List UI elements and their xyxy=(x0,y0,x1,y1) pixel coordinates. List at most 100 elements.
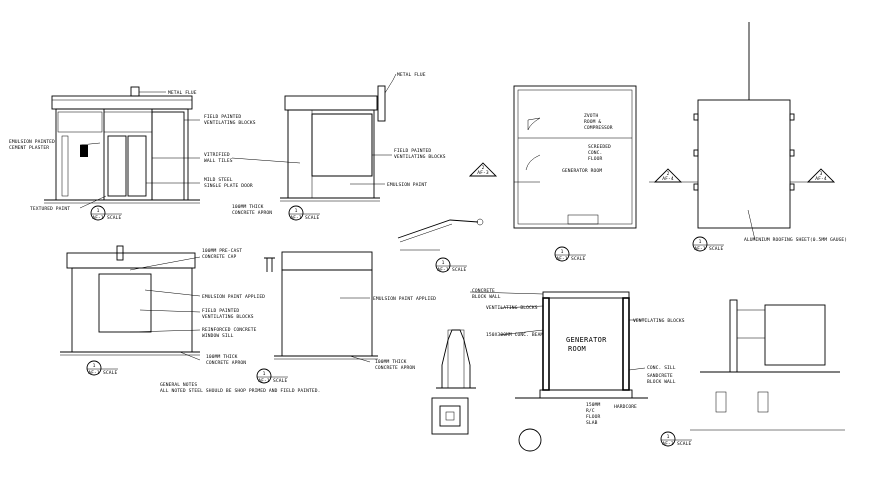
label-field-painted: FIELD PAINTED xyxy=(202,308,239,314)
label-field-painted: FIELD PAINTED xyxy=(204,114,241,120)
title-sheet-ref: AF-1 xyxy=(258,378,270,384)
label-cement-plaster: CEMENT PLASTER xyxy=(9,145,49,151)
label-metal-flue: METAL FLUE xyxy=(168,90,197,96)
label-emulsion-painted: EMULSION PAINTED xyxy=(9,139,55,145)
title-scale-word: SCALE xyxy=(452,267,466,273)
section-tag-right: AF-4 3 xyxy=(806,168,836,183)
title-bubble xyxy=(288,205,304,221)
label-concrete-cap: CONCRETE CAP xyxy=(202,254,237,260)
title-number: 1 xyxy=(699,239,702,245)
front-elevation-1 xyxy=(44,86,200,204)
label-room: ROOM & xyxy=(584,119,601,125)
label-slab-rc: R/C xyxy=(586,408,595,414)
title-sheet-ref: AF-1 xyxy=(437,267,449,273)
title-number: 1 xyxy=(263,371,266,377)
label-block-wall: BLOCK WALL xyxy=(472,294,501,300)
title-scale-word: SCALE xyxy=(677,441,691,447)
label-field-painted: FIELD PAINTED xyxy=(394,148,431,154)
label-apron-thick: 100MM THICK xyxy=(375,359,407,365)
section-tag-num: 2 xyxy=(667,171,670,177)
title-sheet-ref: AF-1 xyxy=(92,215,104,221)
title-number: 1 xyxy=(667,434,670,440)
title-scale-word: SCALE xyxy=(107,215,121,221)
section-tag-left: AF-3 2 xyxy=(468,162,498,177)
roof-plan xyxy=(649,22,812,241)
title-bubble xyxy=(435,257,451,273)
label-vitrified: VITRIFIED xyxy=(204,152,230,158)
label-ventilating-blocks: VENTILATING BLOCKS xyxy=(202,314,254,320)
label-concrete-apron: CONCRETE APRON xyxy=(375,365,415,371)
building-section xyxy=(515,291,648,452)
front-elevation-2 xyxy=(60,245,200,356)
label-reinforced-concrete: REINFORCED CONCRETE xyxy=(202,327,257,333)
title-bubble xyxy=(554,246,570,262)
label-window-sill: WINDOW SILL xyxy=(202,333,234,339)
label-concrete: CONCRETE xyxy=(472,288,495,294)
label-precast: 100MM PRE-CAST xyxy=(202,248,242,254)
label-room: ROOM xyxy=(568,345,586,353)
title-number: 1 xyxy=(97,208,100,214)
section-tag-mid: AF-4 2 xyxy=(653,168,683,183)
label-ventilating-blocks: VENTILATING BLOCKS xyxy=(394,154,446,160)
label-emulsion-applied: EMULSION PAINT APPLIED xyxy=(202,294,265,300)
label-metal-flue: METAL FLUE xyxy=(397,72,426,78)
label-concrete-apron: CONCRETE APRON xyxy=(206,360,246,366)
label-slab: SLAB xyxy=(586,420,598,426)
section-tag-ref: AF-4 xyxy=(815,176,827,182)
label-conc-sill: CONC. SILL xyxy=(647,365,676,371)
foundation-detail xyxy=(431,329,476,435)
label-conc: CONC. xyxy=(588,150,602,156)
label-emulsion-paint: EMULSION PAINT xyxy=(387,182,427,188)
title-scale-word: SCALE xyxy=(571,256,585,262)
label-emulsion-applied: EMULSION PAINT APPLIED xyxy=(373,296,436,302)
label-slab-thickness: 150MM xyxy=(586,402,600,408)
label-concrete-apron: CONCRETE APRON xyxy=(232,210,272,216)
title-number: 1 xyxy=(442,260,445,266)
label-slab-floor: FLOOR xyxy=(586,414,600,420)
general-notes-title: GENERAL NOTES xyxy=(160,382,197,388)
label-conc-beam: 150X300MM CONC. BEAM xyxy=(486,332,543,338)
fence-detail xyxy=(690,299,845,431)
label-compressor: COMPRESSOR xyxy=(584,125,613,131)
label-block-wall: BLOCK WALL xyxy=(647,379,676,385)
title-scale-word: SCALE xyxy=(305,215,319,221)
title-bubble xyxy=(256,368,272,384)
title-bubble xyxy=(90,205,106,221)
label-wall-tiles: WALL TILES xyxy=(204,158,233,164)
ramp-sketch xyxy=(397,218,484,251)
general-notes-body: ALL NOTED STEEL SHOULD BE SHOP PRIMED AN… xyxy=(160,388,320,394)
title-bubble xyxy=(86,360,102,376)
label-zvoth: ZVOTH xyxy=(584,113,598,119)
label-floor: FLOOR xyxy=(588,156,602,162)
title-number: 1 xyxy=(561,249,564,255)
label-apron-thick: 100MM THICK xyxy=(232,204,264,210)
label-textured-paint: TEXTURED PAINT xyxy=(30,206,70,212)
title-sheet-ref: AF-1 xyxy=(290,215,302,221)
label-mild-steel: MILD STEEL xyxy=(204,177,233,183)
title-bubble xyxy=(660,431,676,447)
side-elevation-1 xyxy=(280,73,397,202)
title-bubble xyxy=(692,236,708,252)
title-scale-word: SCALE xyxy=(709,246,723,252)
annotation-labels: METAL FLUE METAL FLUE FIELD PAINTED VENT… xyxy=(9,72,847,426)
section-tag-num: 2 xyxy=(482,165,485,171)
title-sheet-ref: AF-1 xyxy=(694,246,706,252)
label-generator-room: GENERATOR ROOM xyxy=(562,168,602,174)
label-ventilating-blocks-right: VENTILATING BLOCKS xyxy=(633,318,685,324)
label-ventilating-blocks-left: VENTILATING BLOCKS xyxy=(486,305,538,311)
label-ventilating-blocks: VENTILATING BLOCKS xyxy=(204,120,256,126)
title-sheet-ref: AF-1 xyxy=(556,256,568,262)
title-number: 1 xyxy=(93,363,96,369)
title-sheet-ref: AF-3 xyxy=(662,441,674,447)
label-aluminium-roofing: ALUMINIUM ROOFING SHEET(0.5MM GAUGE) xyxy=(744,237,847,243)
title-sheet-ref: AF-1 xyxy=(88,370,100,376)
